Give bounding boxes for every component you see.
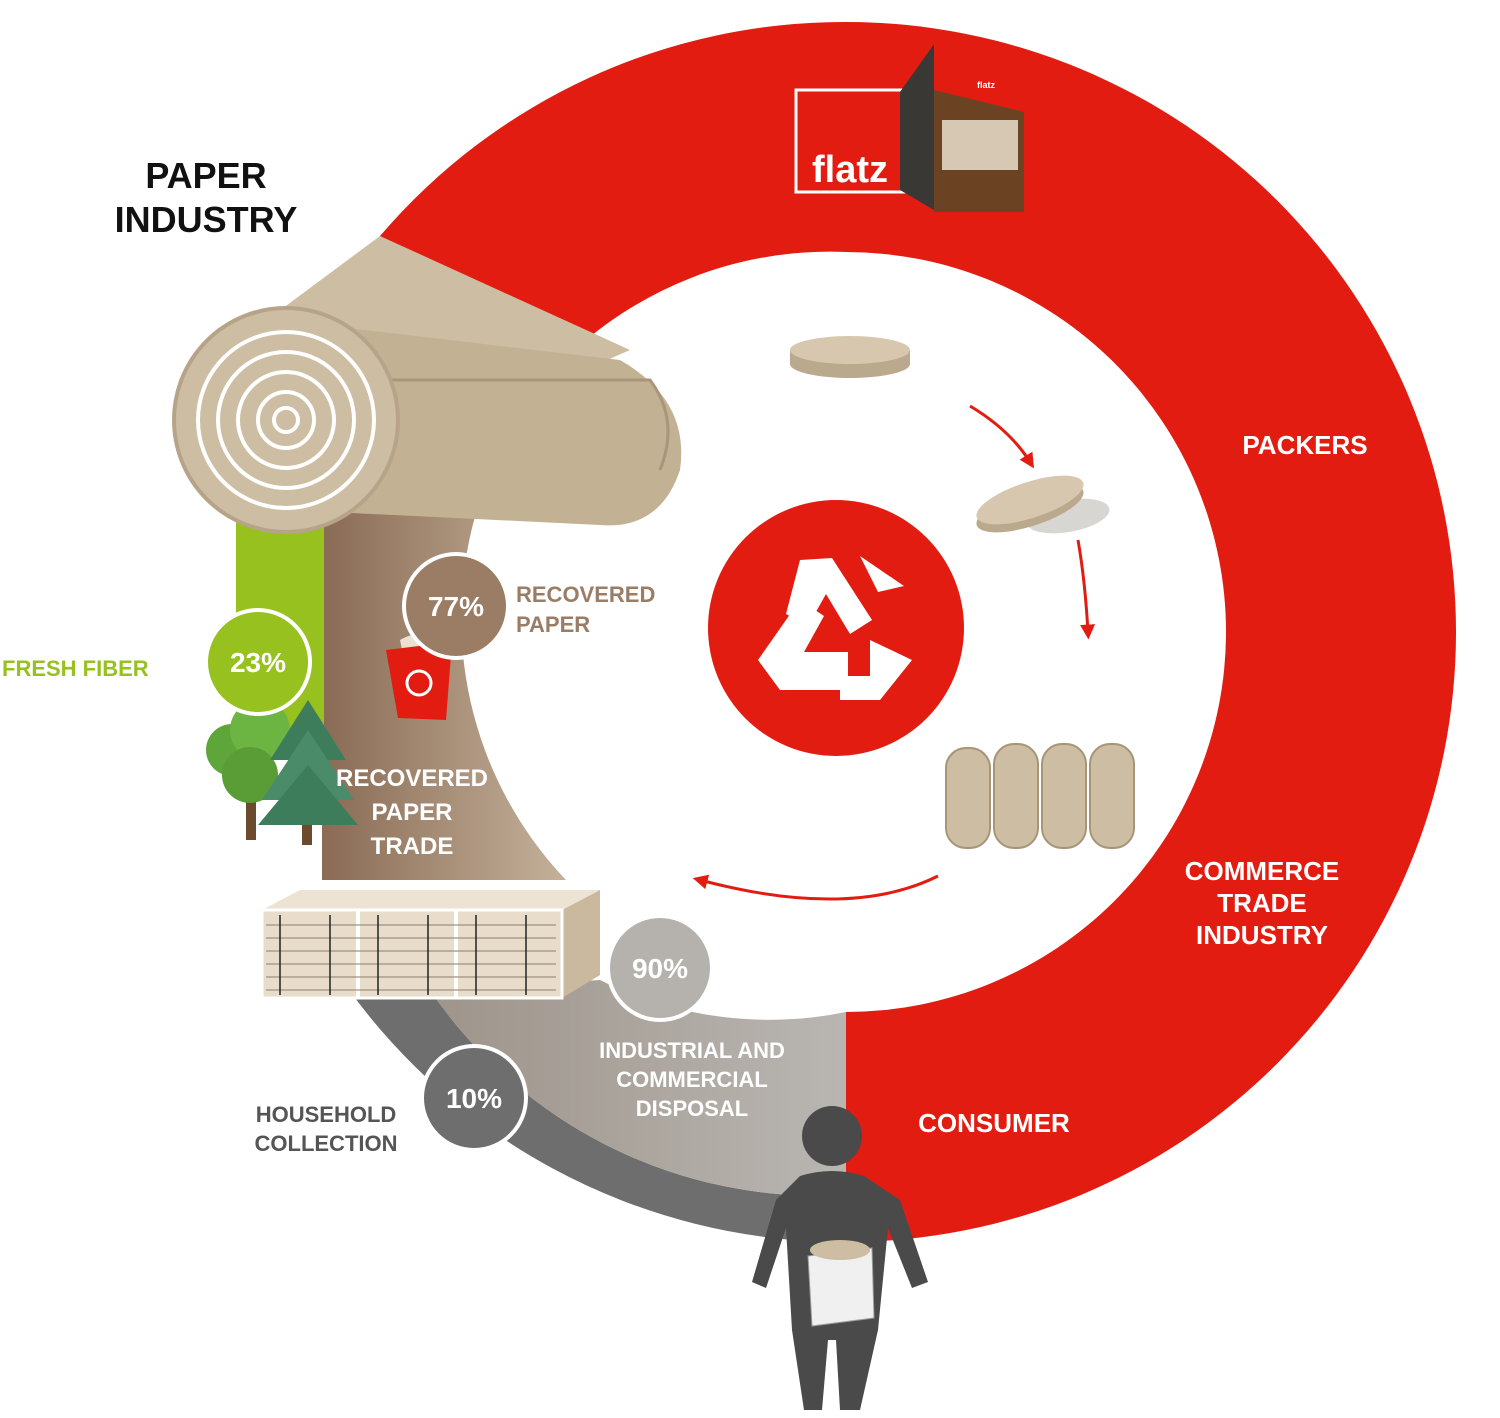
badge-90: 90% <box>606 914 714 1022</box>
flatz-logo: flatz <box>794 88 906 194</box>
household-collection-arc <box>330 962 846 1243</box>
label-recovered-paper-2: PAPER <box>516 612 590 637</box>
title-line-1: PAPER <box>145 155 266 196</box>
label-industrial-3: DISPOSAL <box>636 1096 748 1121</box>
building-sign-text: flatz <box>977 80 996 90</box>
tube-lid-icon <box>790 336 910 378</box>
badge-23: 23% <box>204 608 312 716</box>
paper-bales-icon <box>260 890 600 1000</box>
label-packers: PACKERS <box>1242 430 1367 460</box>
industrial-disposal-arc <box>430 980 846 1196</box>
label-trade: TRADE <box>1217 888 1307 918</box>
badge-10-text: 10% <box>446 1083 502 1114</box>
flatz-logo-text: flatz <box>812 149 888 191</box>
stacked-tubes-icon <box>945 743 1135 849</box>
badge-10: 10% <box>420 1044 528 1152</box>
recycle-icon <box>758 556 912 700</box>
arrow-down-right <box>969 404 1034 469</box>
label-industry: INDUSTRY <box>1196 920 1328 950</box>
trees-icon <box>206 700 358 845</box>
consumer-person-icon <box>752 1106 928 1410</box>
badge-77-text: 77% <box>428 591 484 622</box>
label-fresh-fiber: FRESH FIBER <box>2 656 149 681</box>
label-rpt-2: PAPER <box>372 799 453 826</box>
arrow-down <box>1076 539 1096 640</box>
badge-23-text: 23% <box>230 647 286 678</box>
label-household-2: COLLECTION <box>255 1131 398 1156</box>
label-household-1: HOUSEHOLD <box>256 1102 397 1127</box>
badge-77: 77% <box>402 552 510 660</box>
open-tube-icon <box>976 475 1110 534</box>
badge-90-text: 90% <box>632 953 688 984</box>
label-recovered-paper-1: RECOVERED <box>516 582 655 607</box>
red-ring <box>846 22 1456 1242</box>
recycle-center-circle <box>708 500 964 756</box>
label-industrial-2: COMMERCIAL <box>616 1067 768 1092</box>
red-ring-top <box>380 21 846 365</box>
label-rpt-3: TRADE <box>371 833 454 860</box>
flatz-building-icon: flatz <box>900 44 1024 212</box>
label-rpt-1: RECOVERED <box>336 765 488 792</box>
paper-roll-icon <box>172 236 682 534</box>
label-consumer: CONSUMER <box>918 1108 1070 1138</box>
arrow-left <box>692 874 939 901</box>
label-industrial-1: INDUSTRIAL AND <box>599 1038 785 1063</box>
label-commerce: COMMERCE <box>1185 856 1340 886</box>
title-line-2: INDUSTRY <box>115 199 298 240</box>
